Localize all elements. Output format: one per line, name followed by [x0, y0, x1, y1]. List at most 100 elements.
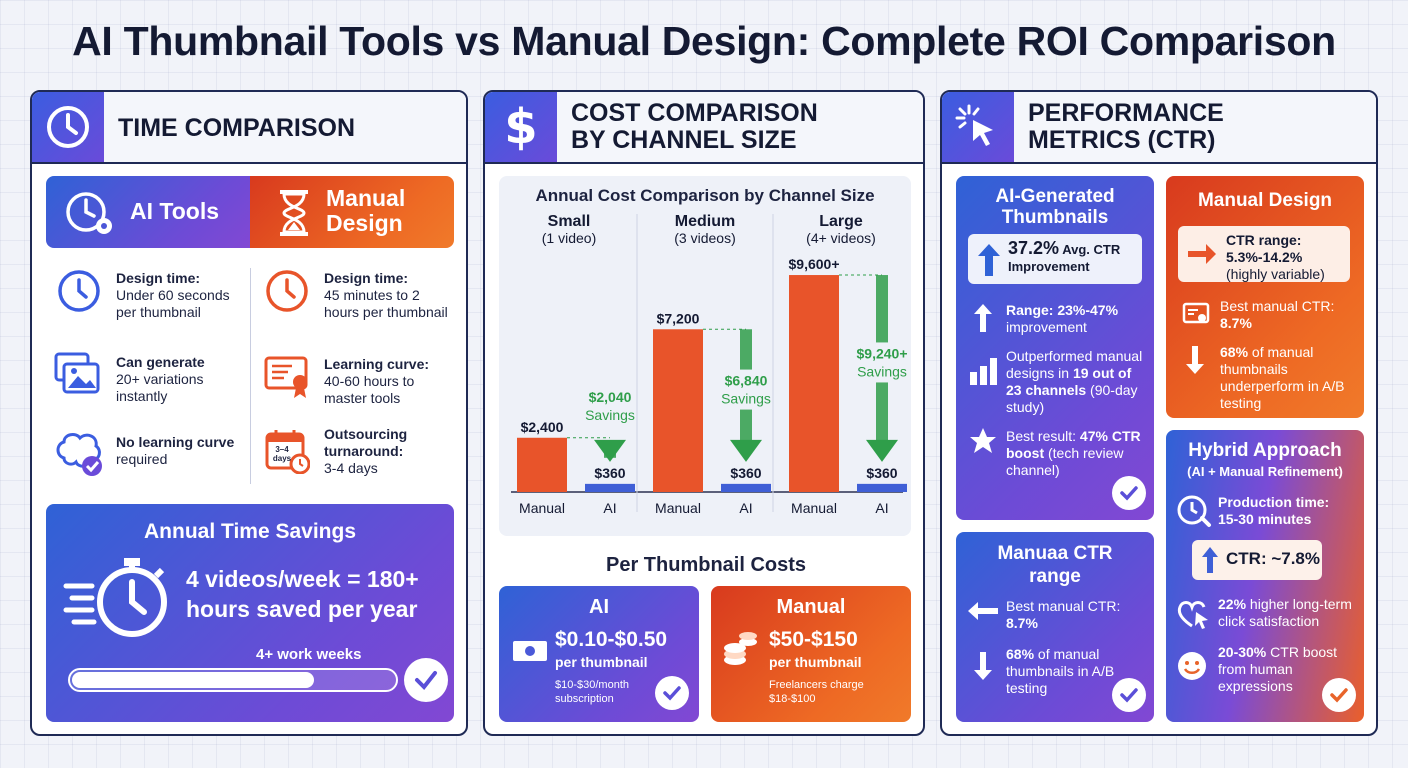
calendar-label: 3–4 days	[272, 445, 292, 463]
time-comparison-panel: TIME COMPARISON AI Tools Manual Design D…	[30, 90, 468, 736]
savings-label-bg	[848, 342, 911, 383]
hybrid-satisfaction: 22% higher long-term click satisfaction	[1218, 596, 1352, 629]
time-savings-progress-bar	[68, 668, 398, 692]
savings-word-label: Savings	[585, 407, 635, 423]
dollar-icon: $	[485, 92, 557, 162]
manual-bar	[653, 329, 703, 492]
manual-value-label: $2,400	[521, 419, 564, 435]
savings-word-label: Savings	[721, 391, 771, 407]
ai-value-label: $360	[730, 465, 761, 481]
ai-outperformed: Outperformed manual designs in 19 out of…	[1006, 348, 1143, 415]
progress-fill	[72, 672, 314, 688]
time-panel-header: TIME COMPARISON	[32, 92, 466, 164]
ai-cost-note: $10-$30/month subscription	[555, 679, 629, 705]
ai-bar	[721, 483, 771, 492]
check-icon	[1112, 476, 1146, 510]
range-best-ctr: Best manual CTR: 8.7%	[1006, 598, 1121, 631]
group-sublabel: (1 video)	[542, 230, 596, 246]
range-underperform: 68% of manual thumbnails in A/B testing	[1006, 646, 1115, 696]
group-label: Small	[548, 213, 591, 230]
manual-design-time: Design time: 45 minutes to 2 hours per t…	[324, 270, 448, 320]
cost-bar-chart: Small(1 video)$2,400$360$2,040SavingsMan…	[511, 213, 911, 516]
manual-bar	[789, 275, 839, 492]
group-sublabel: (3 videos)	[674, 230, 735, 246]
ai-card-title: AI-Generated Thumbnails	[995, 186, 1115, 228]
hybrid-subtitle: (AI + Manual Refinement)	[1187, 464, 1343, 479]
annual-time-savings-card: Annual Time Savings 4 videos/week = 180+…	[46, 504, 454, 722]
arrow-left-icon	[968, 602, 998, 620]
savings-label-bg	[576, 385, 644, 426]
arrow-down-icon	[1186, 346, 1204, 374]
x-tick-label: Manual	[655, 500, 701, 516]
ai-bar	[857, 483, 907, 492]
group-label: Large	[819, 213, 863, 230]
savings-value-label: $6,840	[725, 373, 768, 389]
manual-bar	[517, 437, 567, 492]
brain-check-icon	[56, 433, 102, 476]
hybrid-approach-card: Hybrid Approach (AI + Manual Refinement)…	[1166, 430, 1364, 722]
hybrid-ctr-boost: 20-30% CTR boost from human expressions	[1218, 644, 1338, 694]
hybrid-ctr: CTR: ~7.8%	[1226, 549, 1320, 568]
hybrid-ctr-highlight: CTR: ~7.8%	[1192, 540, 1322, 580]
x-tick-label: AI	[875, 500, 888, 516]
savings-word-label: Savings	[857, 363, 907, 379]
column-divider	[250, 268, 251, 484]
clock-icon	[32, 92, 104, 162]
manual-cost-card: Manual $50-$150 per thumbnail Freelancer…	[711, 586, 911, 722]
savings-value-label: $2,040	[589, 389, 632, 405]
arrow-down-icon	[974, 652, 992, 680]
savings-text: 4 videos/week = 180+ hours saved per yea…	[186, 566, 419, 622]
ai-cost-title: AI	[589, 596, 609, 618]
progress-label: 4+ work weeks	[256, 646, 362, 663]
savings-label-bg	[712, 369, 780, 410]
manual-underperform: 68% of manual thumbnails underperform in…	[1220, 344, 1345, 411]
money-icon	[513, 641, 547, 661]
arrow-up-icon	[1202, 547, 1218, 573]
ai-learning-curve: No learning curve required	[116, 434, 235, 467]
ai-tools-banner: AI Tools	[46, 176, 250, 248]
ai-best-result: Best result: 47% CTR boost (tech review …	[1006, 428, 1141, 478]
cursor-click-icon	[942, 92, 1014, 162]
page-title: AI Thumbnail Tools vs Manual Design: Com…	[72, 18, 1336, 64]
savings-arrow-head	[866, 439, 898, 462]
clock-icon	[58, 270, 100, 312]
ai-generated-card: AI-Generated Thumbnails 37.2% Avg. CTR I…	[956, 176, 1154, 520]
x-tick-label: AI	[739, 500, 752, 516]
clock-wrench-icon	[1177, 495, 1211, 527]
ai-range: Range: 23%-47% improvement	[1006, 302, 1119, 335]
manual-ctr-highlight: CTR range: 5.3%-14.2% (highly variable)	[1178, 226, 1350, 282]
clock-gear-icon	[66, 192, 112, 234]
per-thumbnail-title: Per Thumbnail Costs	[605, 554, 807, 576]
ai-cost-unit: per thumbnail	[555, 654, 648, 670]
heart-cursor-icon	[1177, 601, 1208, 629]
star-icon	[970, 428, 996, 453]
manual-cost-title: Manual	[776, 596, 846, 618]
range-card-title: Manuaa CTR range	[997, 543, 1113, 587]
manual-best-ctr: Best manual CTR: 8.7%	[1220, 298, 1335, 331]
ai-value-label: $360	[866, 465, 897, 481]
coins-icon	[724, 632, 757, 665]
hourglass-icon	[280, 190, 308, 236]
savings-arrow-head	[594, 439, 626, 462]
manual-design-card: Manual Design CTR range: 5.3%-14.2% (hig…	[1166, 176, 1364, 418]
manual-value-label: $9,600+	[789, 256, 840, 272]
ai-value-label: $360	[594, 465, 625, 481]
arrow-up-icon	[974, 304, 992, 332]
perf-panel-header: PERFORMANCE METRICS (CTR)	[942, 92, 1376, 164]
savings-arrow-head	[730, 439, 762, 462]
group-label: Medium	[675, 213, 735, 230]
certificate-icon	[1182, 302, 1210, 324]
manual-value-label: $7,200	[657, 310, 700, 326]
bar-chart-icon	[970, 358, 997, 385]
ai-variations: Can generate 20+ variations instantly	[116, 354, 205, 404]
check-icon	[404, 658, 448, 702]
check-icon	[1112, 678, 1146, 712]
ai-ctr-highlight: 37.2% Avg. CTR Improvement	[968, 234, 1142, 284]
ai-ctr-highlight-text: 37.2% Avg. CTR Improvement	[1008, 238, 1121, 274]
x-tick-label: Manual	[791, 500, 837, 516]
group-sublabel: (4+ videos)	[806, 230, 876, 246]
x-tick-label: AI	[603, 500, 616, 516]
hybrid-production-time: Production time: 15-30 minutes	[1218, 494, 1330, 527]
ai-bar	[585, 483, 635, 492]
perf-panel-title: PERFORMANCE METRICS (CTR)	[1028, 98, 1224, 154]
